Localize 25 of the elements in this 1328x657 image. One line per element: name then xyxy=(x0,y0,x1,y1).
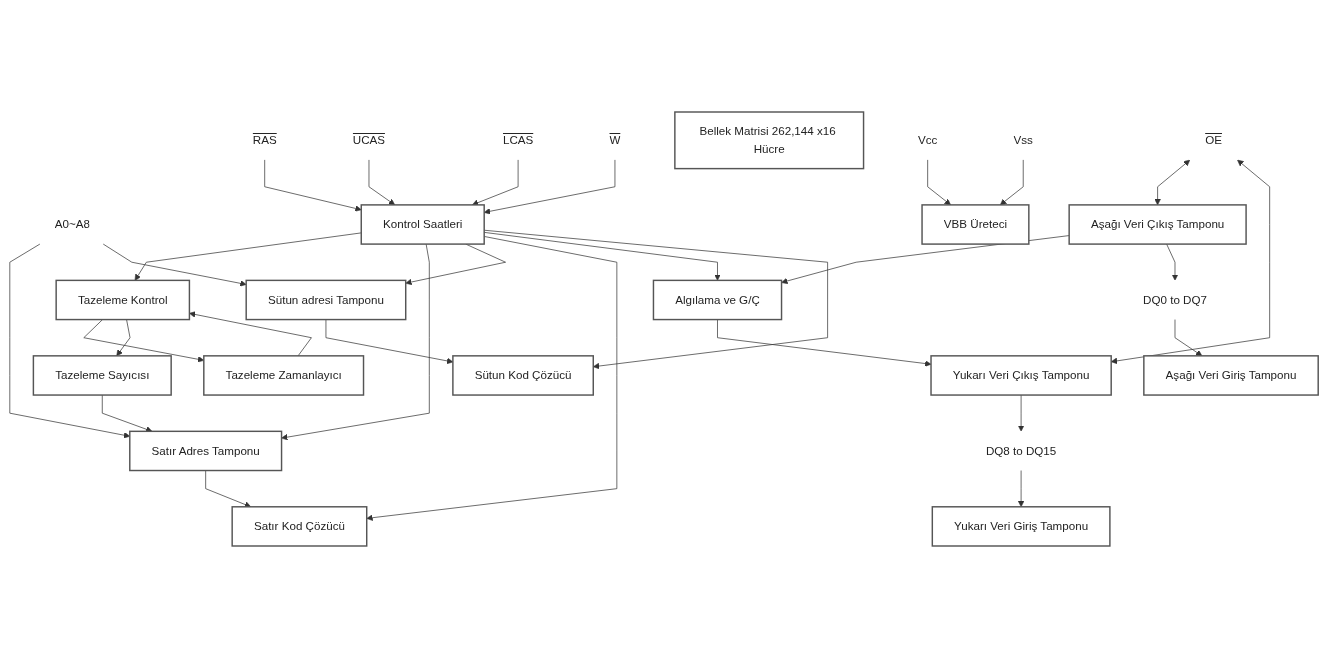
node-text: DQ8 to DQ15 xyxy=(985,443,1057,457)
node-box: Sütun adresi Tamponu xyxy=(245,279,407,320)
node-text: W xyxy=(609,133,621,146)
node-box: Tazeleme Sayıcısı xyxy=(32,354,172,396)
node-box: Sütun Kod Çözücü xyxy=(452,354,594,396)
node-box: Tazeleme Kontrol xyxy=(55,279,191,320)
node-box: VBB Üreteci xyxy=(921,203,1030,245)
node-text: Vss xyxy=(1013,133,1033,146)
node-box: Satır Kod Çözücü xyxy=(231,505,368,547)
node-box: Satır Adres Tamponu xyxy=(129,430,283,471)
node-text: OE xyxy=(1205,133,1223,146)
node-box: Bellek Matrisi 262,144 x16 Hücre xyxy=(674,110,865,169)
node-box: Kontrol Saatleri xyxy=(360,203,485,245)
node-text: A0~A8 xyxy=(54,217,90,230)
node-text: DQ0 to DQ7 xyxy=(1143,292,1207,306)
node-text: RAS xyxy=(252,133,277,146)
node-text: Vcc xyxy=(917,133,938,146)
node-text: UCAS xyxy=(352,133,386,146)
node-box: Aşağı Veri Giriş Tamponu xyxy=(1143,354,1319,396)
node-box: Tazeleme Zamanlayıcı xyxy=(203,354,365,396)
node-box: Aşağı Veri Çıkış Tamponu xyxy=(1068,203,1247,245)
node-text: LCAS xyxy=(502,133,534,146)
node-box: Yukarı Veri Çıkış Tamponu xyxy=(930,354,1112,396)
node-box: Algılama ve G/Ç xyxy=(652,279,783,320)
node-box: Yukarı Veri Giriş Tamponu xyxy=(931,505,1111,547)
